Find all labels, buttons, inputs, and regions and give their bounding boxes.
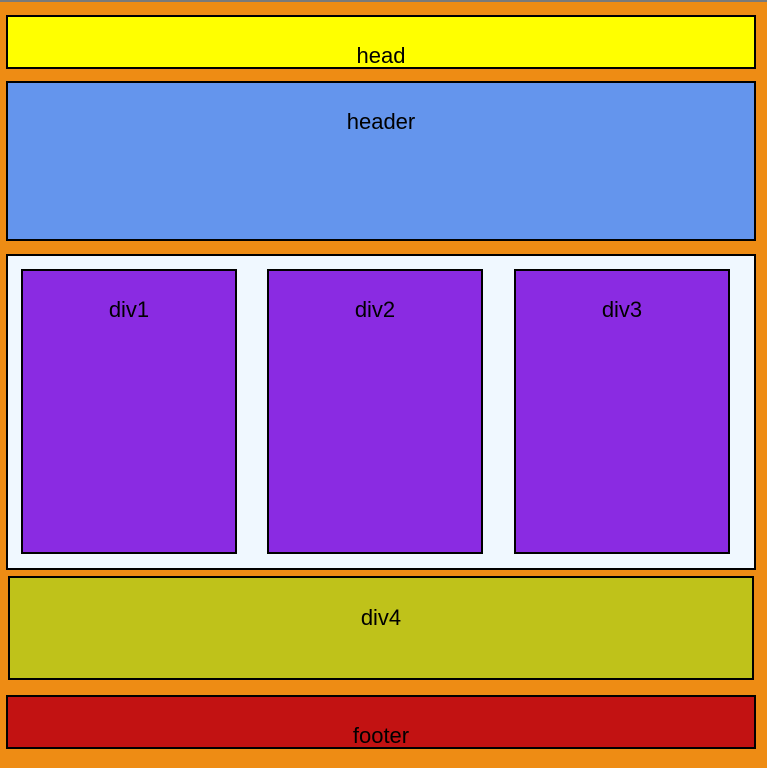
div4-section: div4 [8,576,754,680]
header-label: header [346,109,416,134]
header-section: header [6,81,756,241]
div3-column: div3 [514,269,730,554]
div2-column: div2 [267,269,483,554]
top-border-line [0,0,767,2]
div1-label: div1 [108,297,150,322]
div3-label: div3 [601,297,643,322]
footer-label: footer [352,723,410,748]
footer-section: footer [6,695,756,749]
head-label: head [356,43,406,68]
div2-label: div2 [354,297,396,322]
div4-label: div4 [360,605,402,630]
columns-container: div1 div2 div3 [6,254,756,570]
div1-column: div1 [21,269,237,554]
head-section: head [6,15,756,69]
